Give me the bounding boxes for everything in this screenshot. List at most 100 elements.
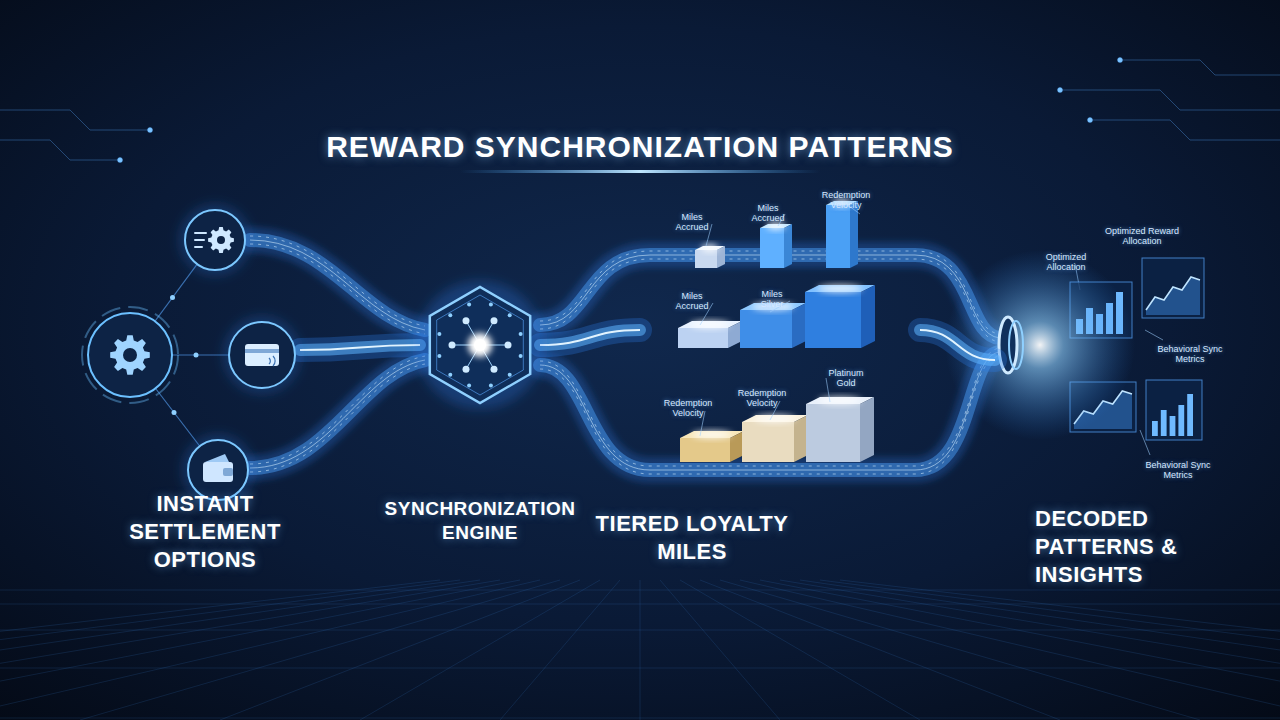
decor-polygon (728, 321, 742, 348)
tier-bars (678, 199, 875, 462)
decor-polygon (794, 415, 808, 462)
decor-circle (148, 128, 153, 133)
annotation-label: Behavioral Sync Metrics (1157, 344, 1223, 365)
decor-line (0, 604, 1280, 605)
decor-circle (505, 342, 512, 349)
decor-rect (680, 438, 730, 462)
decor-circle (229, 322, 295, 388)
decor-rect (1170, 416, 1176, 436)
decor-polygon (1146, 277, 1200, 315)
decor-rect (1178, 405, 1184, 436)
decor-path (1145, 330, 1163, 340)
decor-polyline (1146, 277, 1200, 310)
decor-circle (467, 384, 471, 388)
decor-circle (491, 366, 498, 373)
decor-ellipse (692, 431, 732, 439)
decor-path (1090, 120, 1280, 140)
decor-rect (678, 328, 728, 348)
leader-lines (700, 203, 1163, 455)
connector-tube (920, 330, 995, 360)
decor-circle (467, 302, 471, 306)
decor-line (0, 580, 520, 720)
flow-connector (920, 330, 995, 360)
node-heading: TIERED LOYALTY MILES (592, 510, 792, 566)
decor-circle (519, 354, 523, 358)
decor-polygon (430, 287, 530, 403)
node-heading: DECODED PATTERNS & INSIGHTS (1035, 505, 1210, 589)
decor-line (360, 580, 600, 720)
node-heading: INSTANT SETTLEMENT OPTIONS (105, 490, 305, 574)
decor-circle (437, 332, 441, 336)
decor-circle (1088, 118, 1093, 123)
decor-rect (740, 310, 792, 348)
decor-line (195, 239, 204, 241)
decor-polygon (792, 303, 806, 348)
decor-circle (82, 307, 178, 403)
decor-circle (468, 333, 492, 357)
annotation-label: Miles Accrued (670, 291, 714, 312)
decor-rect (742, 422, 794, 462)
decor-polygon (437, 295, 524, 395)
annotation-label: Platinum Gold (821, 368, 871, 389)
decor-circle (217, 236, 225, 244)
decor-circle (118, 158, 123, 163)
connector-core (300, 345, 420, 350)
decor-polygon (850, 201, 858, 268)
decor-path (0, 110, 150, 130)
connector-tube (540, 330, 640, 345)
decor-circle (474, 339, 486, 351)
decor-circle (489, 302, 493, 306)
decor-circle (172, 410, 177, 415)
decor-line (0, 580, 460, 720)
decor-circle (88, 313, 172, 397)
annotation-label: Miles Accrued (670, 212, 714, 233)
decor-line (0, 630, 1280, 631)
decor-ellipse (701, 244, 719, 252)
settlement-cluster: INSTANT SETTLEMENT OPTIONS (85, 200, 300, 500)
flow-connector (540, 330, 640, 345)
decor-circle (489, 384, 493, 388)
decor-circle (508, 373, 512, 377)
decor-line (0, 590, 1280, 591)
output-ring-inner (1009, 321, 1023, 369)
decor-path (826, 378, 830, 402)
light-burst (945, 250, 1135, 440)
decor-rect (1152, 421, 1158, 436)
decor-path (205, 454, 229, 462)
connector-glow (540, 330, 640, 345)
decor-path (250, 240, 425, 330)
decor-circle (437, 354, 441, 358)
node-art (420, 285, 540, 405)
decor-line (500, 580, 620, 720)
decor-line (0, 718, 1280, 719)
annotation-label: Miles Silver (750, 289, 794, 310)
decor-path (540, 352, 1000, 470)
decor-path (250, 240, 425, 330)
decor-path (110, 335, 150, 375)
decor-line (640, 580, 641, 720)
decor-circle (185, 210, 245, 270)
annotation-label: Redemption Velocity (732, 388, 792, 409)
decor-rect (1146, 380, 1202, 440)
decor-circle (519, 332, 523, 336)
decor-line (195, 246, 202, 248)
decor-path (0, 140, 120, 160)
decor-rect (826, 205, 850, 268)
decor-path (1120, 60, 1280, 75)
title-underline (460, 170, 820, 173)
connector-tube (300, 345, 420, 350)
annotation-label: Optimized Allocation (1036, 252, 1096, 273)
decor-circle (463, 366, 470, 373)
connector-glow (920, 330, 995, 360)
decor-circle (194, 353, 199, 358)
decor-circle (1118, 58, 1123, 63)
decor-path (540, 352, 1000, 470)
decor-path (269, 356, 275, 366)
flow-tubes (250, 236, 1000, 474)
flow-connector (300, 345, 420, 350)
decor-line (195, 232, 206, 234)
decor-line (0, 580, 540, 720)
decor-line (840, 580, 1280, 720)
